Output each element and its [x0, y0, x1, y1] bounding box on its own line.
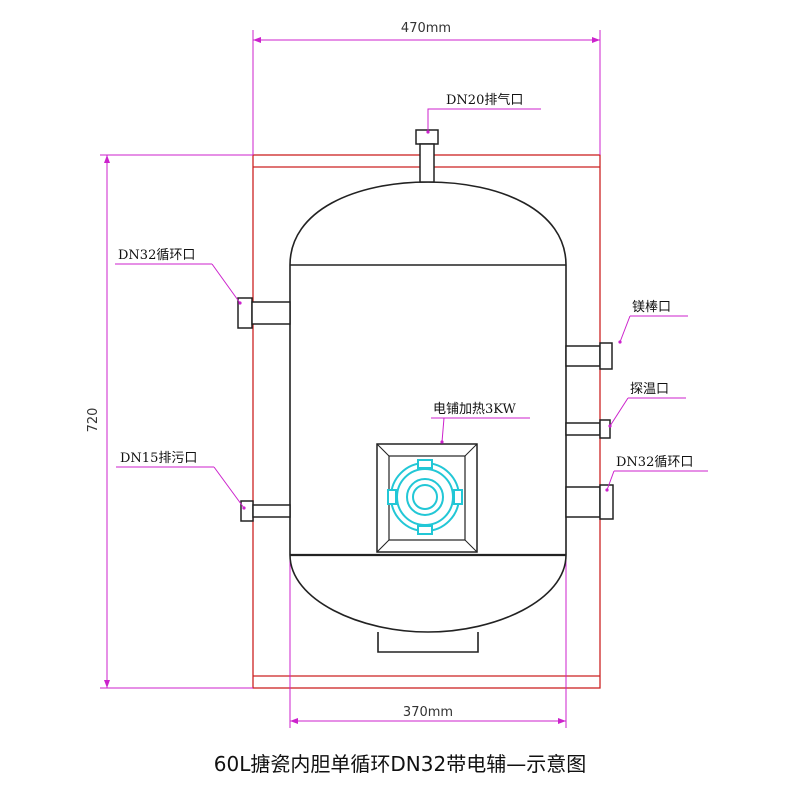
drain-label: DN15排污口: [120, 451, 197, 466]
tank-body: [289, 181, 567, 653]
right-circulation-fitting: [565, 484, 614, 520]
left-circulation-fitting: [237, 297, 291, 329]
height-dimension: [100, 154, 253, 689]
probe-fitting: [565, 419, 611, 439]
heater-element: [387, 459, 463, 535]
anode-fitting: [565, 342, 613, 370]
circulation-left-label: DN32循环口: [118, 248, 195, 263]
bottom-dimension: [289, 560, 567, 728]
heater-label: 电铺加热3KW: [433, 402, 517, 417]
vent-label: DN20排气口: [446, 92, 523, 108]
leader-lines: [115, 108, 708, 509]
probe-label: 探温口: [630, 382, 669, 397]
top-dimension-label: 470mm: [401, 21, 451, 36]
red-frame: [252, 154, 601, 689]
circulation-right-label: DN32循环口: [616, 455, 693, 470]
height-dimension-label: 720: [86, 408, 101, 433]
top-dimension: [252, 30, 601, 155]
drain-fitting: [240, 500, 291, 522]
diagram-caption: 60L搪瓷内胆单循环DN32带电辅—示意图: [213, 752, 587, 776]
anode-label: 镁棒口: [632, 300, 671, 315]
leader-dots: [238, 130, 622, 510]
bottom-dimension-label: 370mm: [403, 705, 453, 720]
vent-pipe: [415, 129, 439, 183]
